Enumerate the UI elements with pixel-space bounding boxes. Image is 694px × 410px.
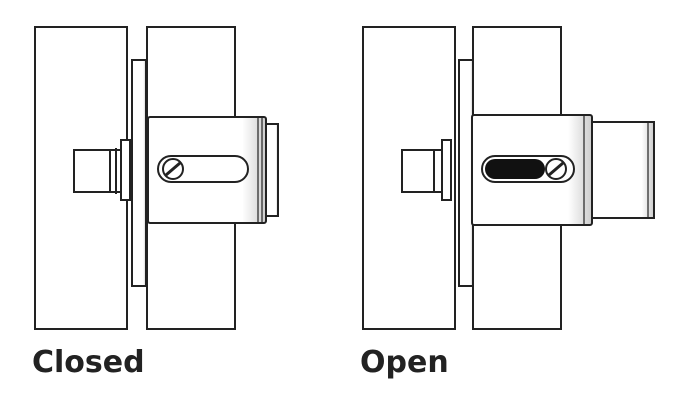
open-mounting-plate (458, 59, 474, 287)
closed-bolt-end (265, 123, 279, 217)
closed-bolt-tip (73, 149, 122, 193)
closed-label: Closed (32, 345, 145, 380)
open-bolt-stub (401, 149, 443, 193)
open-slot-dark-fill (485, 159, 545, 179)
closed-latch-illustration (34, 26, 279, 330)
closed-screw-icon (162, 158, 184, 180)
open-bolt-collar (441, 139, 452, 201)
open-label: Open (360, 345, 449, 380)
closed-bolt-tip-edge (109, 148, 117, 194)
closed-body-shading (257, 117, 263, 223)
open-latch-illustration (362, 26, 655, 330)
closed-bolt-collar (120, 139, 131, 201)
open-bolt-extended (591, 121, 655, 219)
closed-mounting-plate (131, 59, 147, 287)
open-screw-icon (545, 158, 567, 180)
